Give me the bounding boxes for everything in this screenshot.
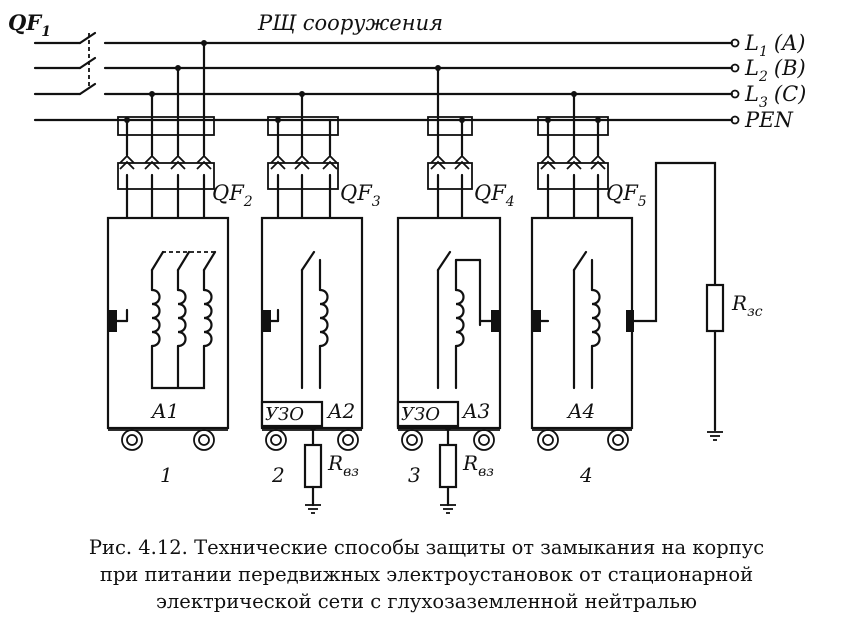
terminal-pen — [730, 115, 740, 125]
line-label-l2: L2(B) — [744, 56, 806, 85]
qf2-label: QF2 — [212, 181, 253, 210]
unit-3-label: A3 — [461, 399, 490, 423]
ground-resistor: Rзс — [731, 291, 763, 320]
figure-caption: Рис. 4.12. Технические способы защиты от… — [0, 534, 853, 615]
unit-1-label: A1 — [150, 399, 179, 423]
caption-line-2: при питании передвижных электроустановок… — [99, 563, 754, 586]
unit-2-label: A2 — [326, 399, 355, 423]
line-labels: L1(A) L2(B) L3(C) PEN — [744, 31, 806, 132]
unit-2-rcd: УЗО — [265, 404, 304, 425]
unit-1-number: 1 — [160, 463, 173, 487]
caption-line-1: Рис. 4.12. Технические способы защиты от… — [88, 536, 765, 559]
unit-2-resistor: Rвз — [327, 451, 359, 480]
terminal-l1 — [730, 38, 740, 48]
unit-2-number: 2 — [271, 463, 285, 487]
panel-title: РЩ сооружения — [257, 11, 443, 35]
qf5-label: QF5 — [606, 181, 647, 210]
qf1-label: QF1 — [8, 10, 51, 40]
unit-3-resistor: Rвз — [462, 451, 494, 480]
unit-1: A1 QF2 1 — [106, 40, 253, 487]
line-label-l1: L1(A) — [744, 31, 805, 60]
terminal-l3 — [730, 89, 740, 99]
qf3-label: QF3 — [340, 181, 381, 210]
unit-3: УЗО A3 Rвз QF4 3 — [396, 65, 515, 514]
qf4-label: QF4 — [474, 181, 515, 210]
unit-4-label: A4 — [566, 399, 595, 423]
terminal-l2 — [730, 63, 740, 73]
caption-line-3: электрической сети с глухозаземленной не… — [155, 590, 698, 613]
unit-4-number: 4 — [579, 463, 593, 487]
unit-2: УЗО A2 Rвз QF3 2 — [260, 91, 381, 514]
line-label-pen: PEN — [744, 108, 793, 132]
unit-3-number: 3 — [408, 463, 421, 487]
bus-lines — [33, 31, 740, 125]
unit-3-rcd: УЗО — [401, 404, 440, 425]
line-label-l3: L3(C) — [744, 82, 806, 111]
unit-4: Rзс A4 QF5 4 — [530, 91, 763, 487]
